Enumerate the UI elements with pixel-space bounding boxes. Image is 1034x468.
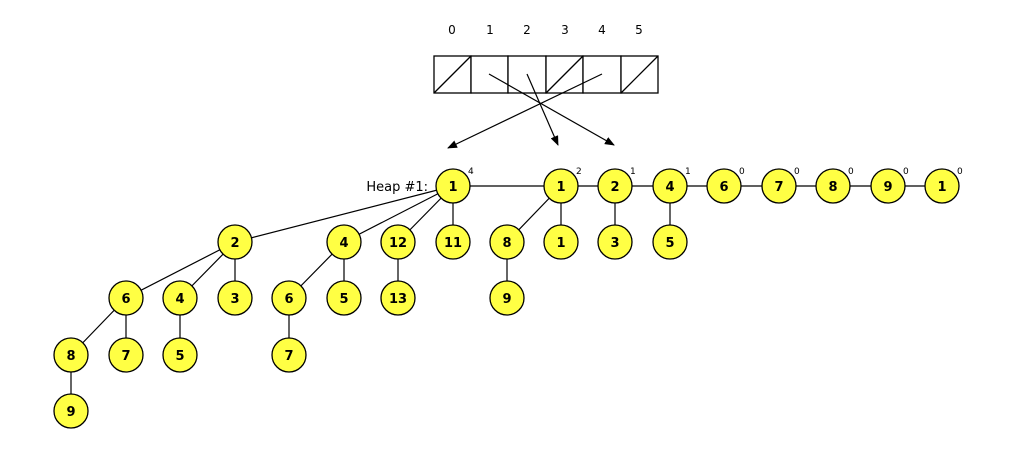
node-values: 1 1 2 4 6 7 8 9 1 2 4 12 11 8 1 3 5 6 4 …	[66, 180, 946, 420]
root-value-8: 9	[883, 180, 892, 195]
arrow-index-2	[526, 73, 559, 146]
array-index-2: 2	[523, 23, 531, 37]
tree-node	[162, 337, 198, 373]
root-value-3: 2	[610, 180, 619, 195]
root-value-6: 7	[774, 180, 783, 195]
root-node-2	[543, 168, 579, 204]
node-value: 6	[284, 292, 293, 307]
array-index-1: 1	[486, 23, 494, 37]
root-node-3	[597, 168, 633, 204]
arrow-index-1	[488, 73, 615, 146]
node-value: 8	[502, 236, 511, 251]
tree-node	[380, 280, 416, 316]
tree-node	[489, 224, 525, 260]
node-value: 8	[66, 349, 75, 364]
root-node-1	[435, 168, 471, 204]
tree-node	[162, 280, 198, 316]
root-degree-8: 0	[903, 167, 909, 177]
root-value-5: 6	[719, 180, 728, 195]
root-node-9	[924, 168, 960, 204]
root-degree-5: 0	[739, 167, 745, 177]
node-value: 13	[389, 292, 407, 307]
root-degree-9: 0	[957, 167, 963, 177]
root-node-8	[870, 168, 906, 204]
root-node-6	[761, 168, 797, 204]
tree-node	[108, 280, 144, 316]
root-node-7	[815, 168, 851, 204]
tree-node	[271, 280, 307, 316]
node-value: 11	[444, 236, 462, 251]
node-value: 4	[175, 292, 184, 307]
node-value: 5	[339, 292, 348, 307]
pointer-array	[433, 55, 659, 94]
tree-node	[271, 337, 307, 373]
tree-node	[435, 224, 471, 260]
node-value: 7	[121, 349, 130, 364]
root-degree-2: 2	[576, 167, 582, 177]
root-value-7: 8	[828, 180, 837, 195]
root-value-2: 1	[556, 180, 565, 195]
array-index-0: 0	[448, 23, 456, 37]
tree-node	[652, 224, 688, 260]
node-value: 3	[610, 236, 619, 251]
tree-nodes	[53, 168, 960, 429]
tree-node	[217, 224, 253, 260]
root-degree-7: 0	[848, 167, 854, 177]
node-value: 12	[389, 236, 407, 251]
null-slash-0	[433, 55, 472, 94]
heap-label: Heap #1:	[366, 180, 428, 195]
arrow-index-4	[447, 73, 603, 149]
node-value: 3	[230, 292, 239, 307]
root-node-5	[706, 168, 742, 204]
root-node-4	[652, 168, 688, 204]
tree-node	[380, 224, 416, 260]
root-degree-3: 1	[630, 167, 636, 177]
array-index-3: 3	[561, 23, 569, 37]
degree-labels: 4 2 1 1 0 0 0 0 0	[468, 167, 963, 177]
tree-node	[543, 224, 579, 260]
root-value-1: 1	[448, 180, 457, 195]
tree-node	[326, 224, 362, 260]
array-index-labels: 0 1 2 3 4 5	[448, 23, 643, 37]
node-value: 2	[230, 236, 239, 251]
node-value: 5	[175, 349, 184, 364]
tree-node	[108, 337, 144, 373]
null-slash-3	[545, 55, 584, 94]
node-value: 6	[121, 292, 130, 307]
tree-node	[326, 280, 362, 316]
root-degree-1: 4	[468, 167, 474, 177]
node-value: 4	[339, 236, 348, 251]
root-value-9: 1	[937, 180, 946, 195]
root-degree-6: 0	[794, 167, 800, 177]
root-value-4: 4	[665, 180, 674, 195]
node-value: 5	[665, 236, 674, 251]
tree-node	[53, 393, 89, 429]
pointer-arrows	[447, 73, 615, 149]
node-value: 1	[556, 236, 565, 251]
tree-node	[489, 280, 525, 316]
array-index-4: 4	[598, 23, 606, 37]
node-value: 7	[284, 349, 293, 364]
node-value: 9	[66, 405, 75, 420]
tree-node	[597, 224, 633, 260]
null-slash-5	[620, 55, 659, 94]
node-value: 9	[502, 292, 511, 307]
tree-node	[217, 280, 253, 316]
root-degree-4: 1	[685, 167, 691, 177]
tree-node	[53, 337, 89, 373]
array-index-5: 5	[635, 23, 643, 37]
